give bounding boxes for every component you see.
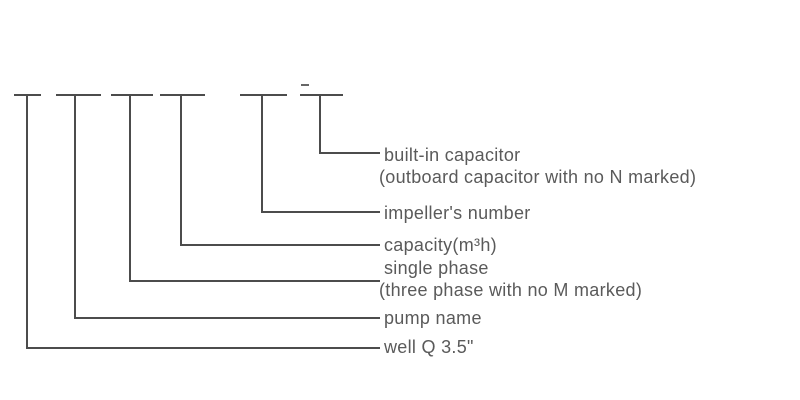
- leader-vertical-pump-name: [74, 94, 76, 319]
- leader-horizontal-impellers-number: [261, 211, 380, 213]
- stray-dash-mark: [301, 84, 309, 86]
- label-note: (three phase with no M marked): [379, 280, 643, 300]
- code-tick-2: [56, 94, 101, 96]
- label-well-q35: well Q 3.5": [384, 336, 474, 358]
- leader-horizontal-pump-name: [74, 317, 380, 319]
- label-text: built-in capacitor: [384, 145, 521, 165]
- leader-horizontal-well-q35: [26, 347, 380, 349]
- leader-vertical-single-phase: [129, 94, 131, 282]
- leader-vertical-capacity: [180, 94, 182, 246]
- code-tick-3: [111, 94, 153, 96]
- label-note: (outboard capacitor with no N marked): [379, 167, 697, 187]
- label-capacity: capacity(m³h): [384, 234, 497, 256]
- label-built-in-capacitor: built-in capacitor (outboard capacitor w…: [379, 144, 696, 188]
- leader-horizontal-single-phase: [129, 280, 380, 282]
- label-text: pump name: [384, 308, 482, 328]
- leader-horizontal-capacity: [180, 244, 380, 246]
- label-text: well Q 3.5": [384, 337, 474, 357]
- leader-vertical-impellers-number: [261, 94, 263, 213]
- code-tick-5: [240, 94, 287, 96]
- code-tick-4: [160, 94, 205, 96]
- label-pump-name: pump name: [384, 307, 482, 329]
- label-impellers-number: impeller's number: [384, 202, 531, 224]
- leader-vertical-well-q35: [26, 94, 28, 349]
- label-text: impeller's number: [384, 203, 531, 223]
- code-tick-6: [300, 94, 343, 96]
- leader-horizontal-built-in-capacitor: [319, 152, 380, 154]
- label-single-phase: single phase (three phase with no M mark…: [379, 257, 642, 301]
- label-text: single phase: [384, 258, 489, 278]
- leader-vertical-built-in-capacitor: [319, 94, 321, 154]
- label-text: capacity(m³h): [384, 235, 497, 255]
